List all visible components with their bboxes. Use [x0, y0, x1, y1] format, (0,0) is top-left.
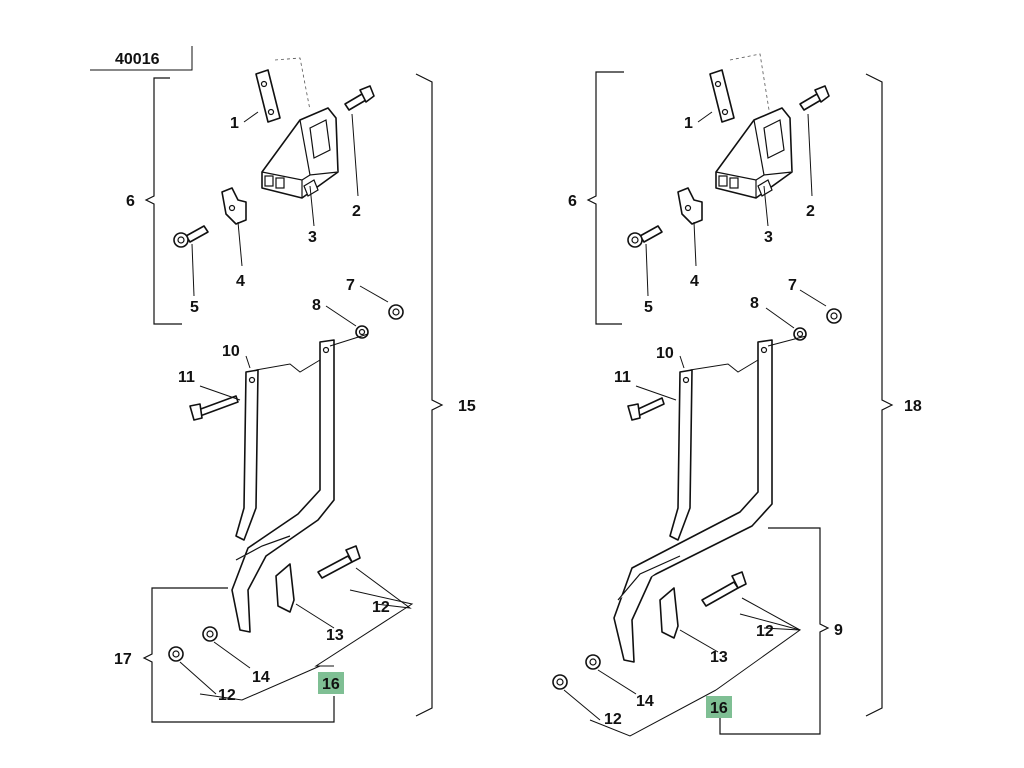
right-callout-10: 10 — [656, 345, 674, 362]
left-part-12-nut — [168, 646, 184, 662]
right-callout-4: 4 — [690, 273, 699, 290]
right-part-11-bolt — [627, 397, 665, 421]
left-callout-8: 8 — [312, 297, 321, 314]
right-callout-1: 1 — [684, 115, 693, 132]
left-callout-10: 10 — [222, 343, 240, 360]
right-callout-13: 13 — [710, 649, 728, 666]
right-callout-6: 6 — [568, 193, 577, 210]
left-callout-15: 15 — [458, 398, 476, 415]
reference-code-underline — [90, 46, 193, 71]
left-part-13-point — [275, 563, 295, 613]
left-part-1-plate — [255, 69, 281, 123]
left-callout-12-lower: 12 — [218, 687, 236, 704]
left-callout-14: 14 — [252, 669, 270, 686]
right-callout-3: 3 — [764, 229, 773, 246]
left-bracket-17 — [142, 587, 335, 723]
left-brace-6 — [144, 77, 182, 325]
right-callout-16: 16 — [710, 700, 728, 717]
left-part-7-nut — [388, 304, 404, 320]
left-leader-lines — [179, 111, 414, 701]
left-callout-17: 17 — [114, 651, 132, 668]
left-assembly: 1 2 3 4 5 6 7 8 10 11 12 13 14 12 15 16 … — [114, 57, 476, 723]
left-callout-7: 7 — [346, 277, 355, 294]
left-part-3-bracket — [261, 107, 339, 199]
right-part-3-bracket — [715, 107, 793, 199]
left-callout-1: 1 — [230, 115, 239, 132]
left-part-16-tine — [231, 339, 335, 633]
left-callout-16: 16 — [322, 676, 340, 693]
left-part-4-clip — [221, 187, 247, 225]
right-callout-9: 9 — [834, 622, 843, 639]
right-bracket-9 — [719, 527, 830, 735]
right-callout-8: 8 — [750, 295, 759, 312]
right-leader-lines — [563, 111, 827, 737]
right-part-7-nut — [826, 308, 842, 324]
right-callout-18: 18 — [904, 398, 922, 415]
left-callout-2: 2 — [352, 203, 361, 220]
right-brace-6 — [586, 71, 624, 325]
left-callout-13: 13 — [326, 627, 344, 644]
right-part-4-clip — [677, 187, 703, 225]
left-part-5-bolt — [173, 225, 209, 248]
right-callout-12-upper: 12 — [756, 623, 774, 640]
right-callout-12-lower: 12 — [604, 711, 622, 728]
right-callout-11: 11 — [614, 369, 631, 386]
right-part-10-bar — [669, 369, 693, 541]
right-part-12-nut — [552, 674, 568, 690]
right-part-2-bolt — [799, 85, 830, 111]
right-part-13-point — [659, 587, 679, 639]
guide-line — [274, 57, 311, 111]
right-assembly: 1 2 3 4 5 6 7 8 9 10 11 12 13 14 12 16 1… — [552, 53, 922, 737]
right-callout-labels: 1 2 3 4 5 6 7 8 9 10 11 12 13 14 12 16 1… — [568, 115, 922, 728]
left-callout-11: 11 — [178, 369, 195, 386]
left-part-11-bolt — [189, 395, 239, 421]
reference-code: 40016 — [115, 51, 160, 68]
left-part-14-washer — [202, 626, 218, 642]
right-part-12-bolt — [701, 571, 747, 607]
left-part-12-bolt — [317, 545, 361, 579]
right-part-14-washer — [585, 654, 601, 670]
right-part-5-bolt — [627, 225, 663, 248]
guide-line — [729, 53, 771, 117]
right-callout-5: 5 — [644, 299, 653, 316]
left-callout-12-upper: 12 — [372, 599, 390, 616]
right-part-16-tine — [613, 339, 773, 663]
right-part-1-plate — [709, 69, 735, 123]
right-callout-2: 2 — [806, 203, 815, 220]
left-callout-4: 4 — [236, 273, 245, 290]
left-callout-labels: 1 2 3 4 5 6 7 8 10 11 12 13 14 12 15 16 … — [114, 115, 476, 704]
left-callout-16-highlight — [318, 672, 344, 694]
left-part-2-bolt — [344, 85, 375, 111]
right-brace-18 — [865, 73, 894, 717]
left-brace-15 — [415, 73, 444, 717]
right-callout-16-highlight — [706, 696, 732, 718]
left-callout-5: 5 — [190, 299, 199, 316]
left-part-10-bar — [235, 369, 259, 541]
right-callout-7: 7 — [788, 277, 797, 294]
left-callout-3: 3 — [308, 229, 317, 246]
reference-code-header: 40016 — [90, 46, 193, 71]
left-callout-6: 6 — [126, 193, 135, 210]
right-callout-14: 14 — [636, 693, 654, 710]
